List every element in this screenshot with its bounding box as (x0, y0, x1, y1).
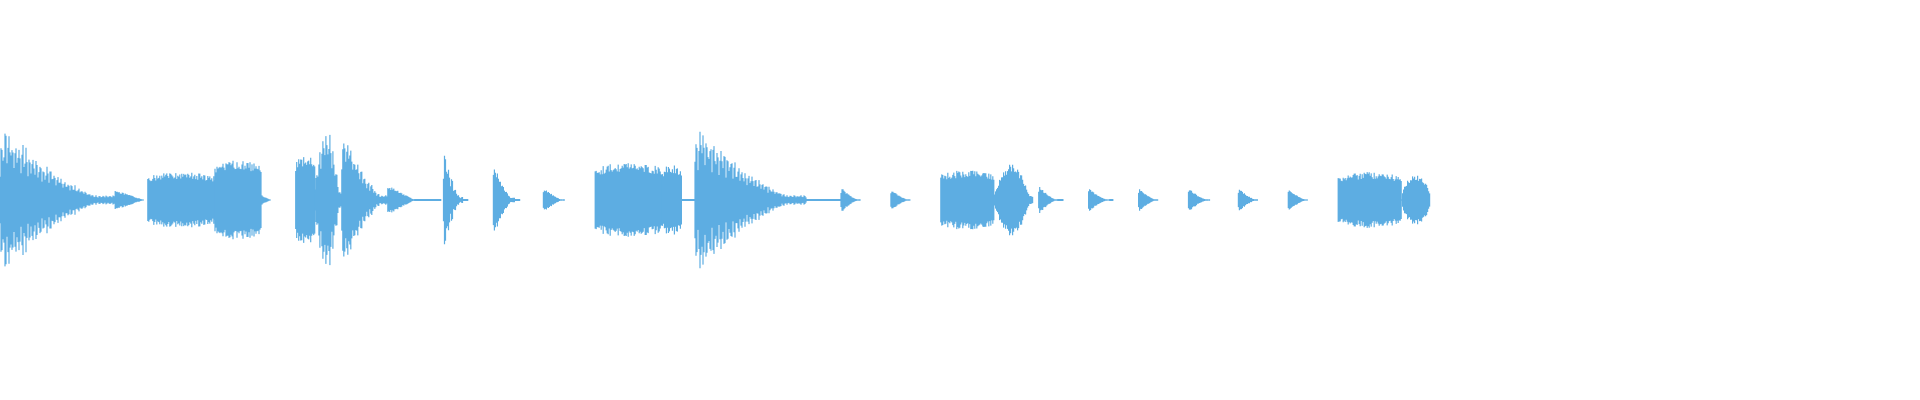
waveform-segment (1109, 199, 1114, 201)
waveform-segment (295, 157, 316, 243)
waveform-segment (1401, 175, 1431, 225)
waveform-segment (341, 143, 389, 257)
waveform-segment (1138, 189, 1159, 211)
waveform-segment (1057, 199, 1064, 201)
waveform-segment (694, 131, 807, 269)
waveform-segment (661, 165, 682, 235)
waveform-segment (940, 170, 995, 230)
waveform-segment (1237, 189, 1258, 211)
waveform-segment (890, 191, 911, 209)
waveform-segment (1038, 187, 1059, 213)
waveform-segment (1337, 172, 1402, 228)
waveform-segment (594, 163, 663, 237)
waveform-segment (805, 199, 845, 201)
waveform-segment (681, 199, 696, 201)
waveform-segment (114, 191, 144, 209)
waveform-segment (0, 133, 116, 267)
waveform-segment (1187, 190, 1211, 210)
waveform-segment (214, 160, 262, 240)
waveform-segment (840, 189, 861, 211)
waveform-segment (260, 195, 271, 205)
waveform-segment (514, 199, 521, 201)
waveform-segment (462, 199, 469, 201)
waveform-segment (1287, 190, 1308, 210)
waveform-segment (1088, 189, 1111, 211)
waveform-segment (492, 169, 515, 231)
waveform-segments (0, 131, 1431, 269)
waveform-segment (442, 155, 464, 245)
waveform-segment (994, 164, 1034, 236)
waveform-segment (542, 190, 565, 210)
waveform-segment (314, 134, 342, 266)
waveform-segment (414, 199, 442, 201)
waveform-segment (387, 187, 415, 213)
waveform-segment (147, 172, 216, 228)
